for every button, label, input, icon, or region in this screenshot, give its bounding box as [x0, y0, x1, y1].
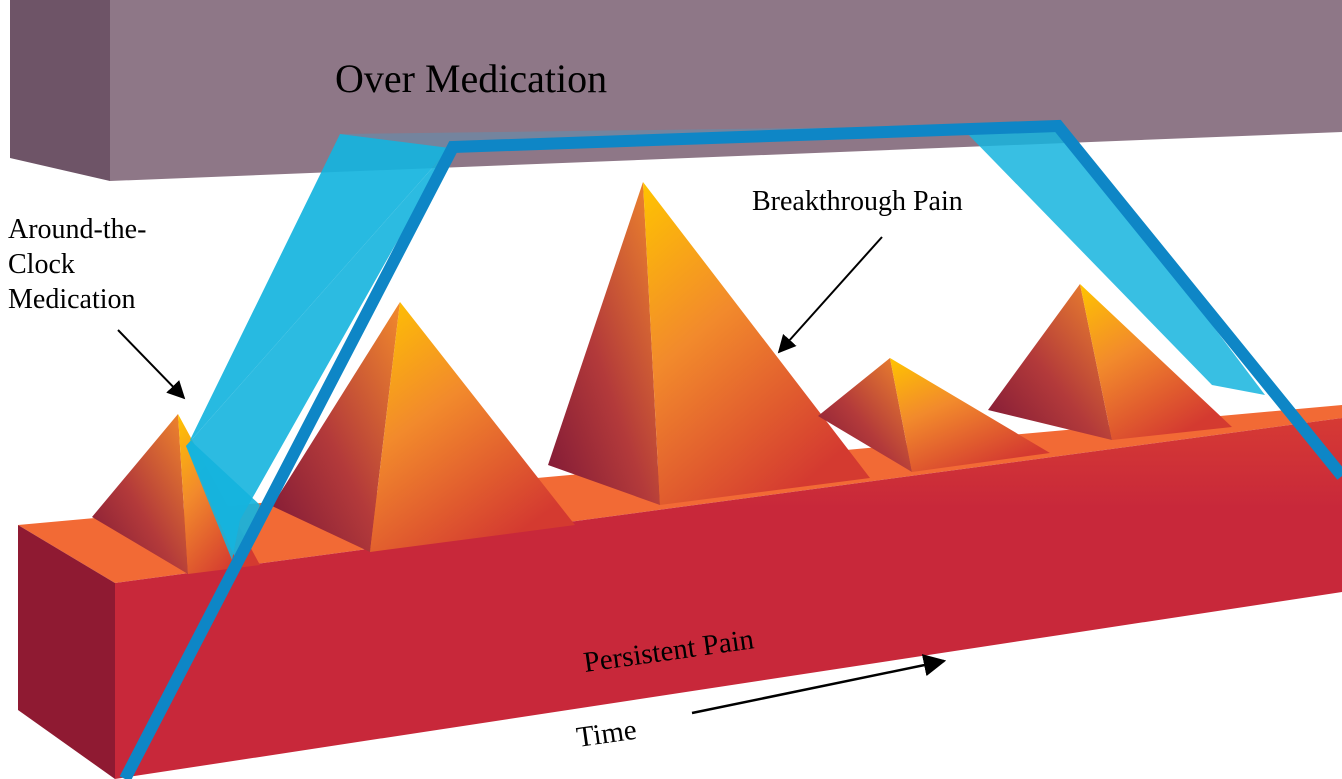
atc-arrow: [118, 330, 184, 398]
over-medication-front: [110, 0, 1342, 181]
over-medication-block: [10, 0, 1342, 181]
atc-label-line-1: Around-the-: [8, 214, 146, 245]
breakthrough-pain-label: Breakthrough Pain: [752, 186, 963, 217]
peak-3: [548, 182, 870, 505]
around-the-clock-label: Around-the- Clock Medication: [8, 214, 146, 315]
over-medication-side: [10, 0, 110, 181]
time-label: Time: [575, 714, 639, 754]
over-medication-label: Over Medication: [335, 56, 607, 101]
atc-label-line-3: Medication: [8, 284, 136, 315]
atc-label-line-2: Clock: [8, 249, 75, 280]
breakthrough-pain-arrow: [779, 237, 882, 352]
